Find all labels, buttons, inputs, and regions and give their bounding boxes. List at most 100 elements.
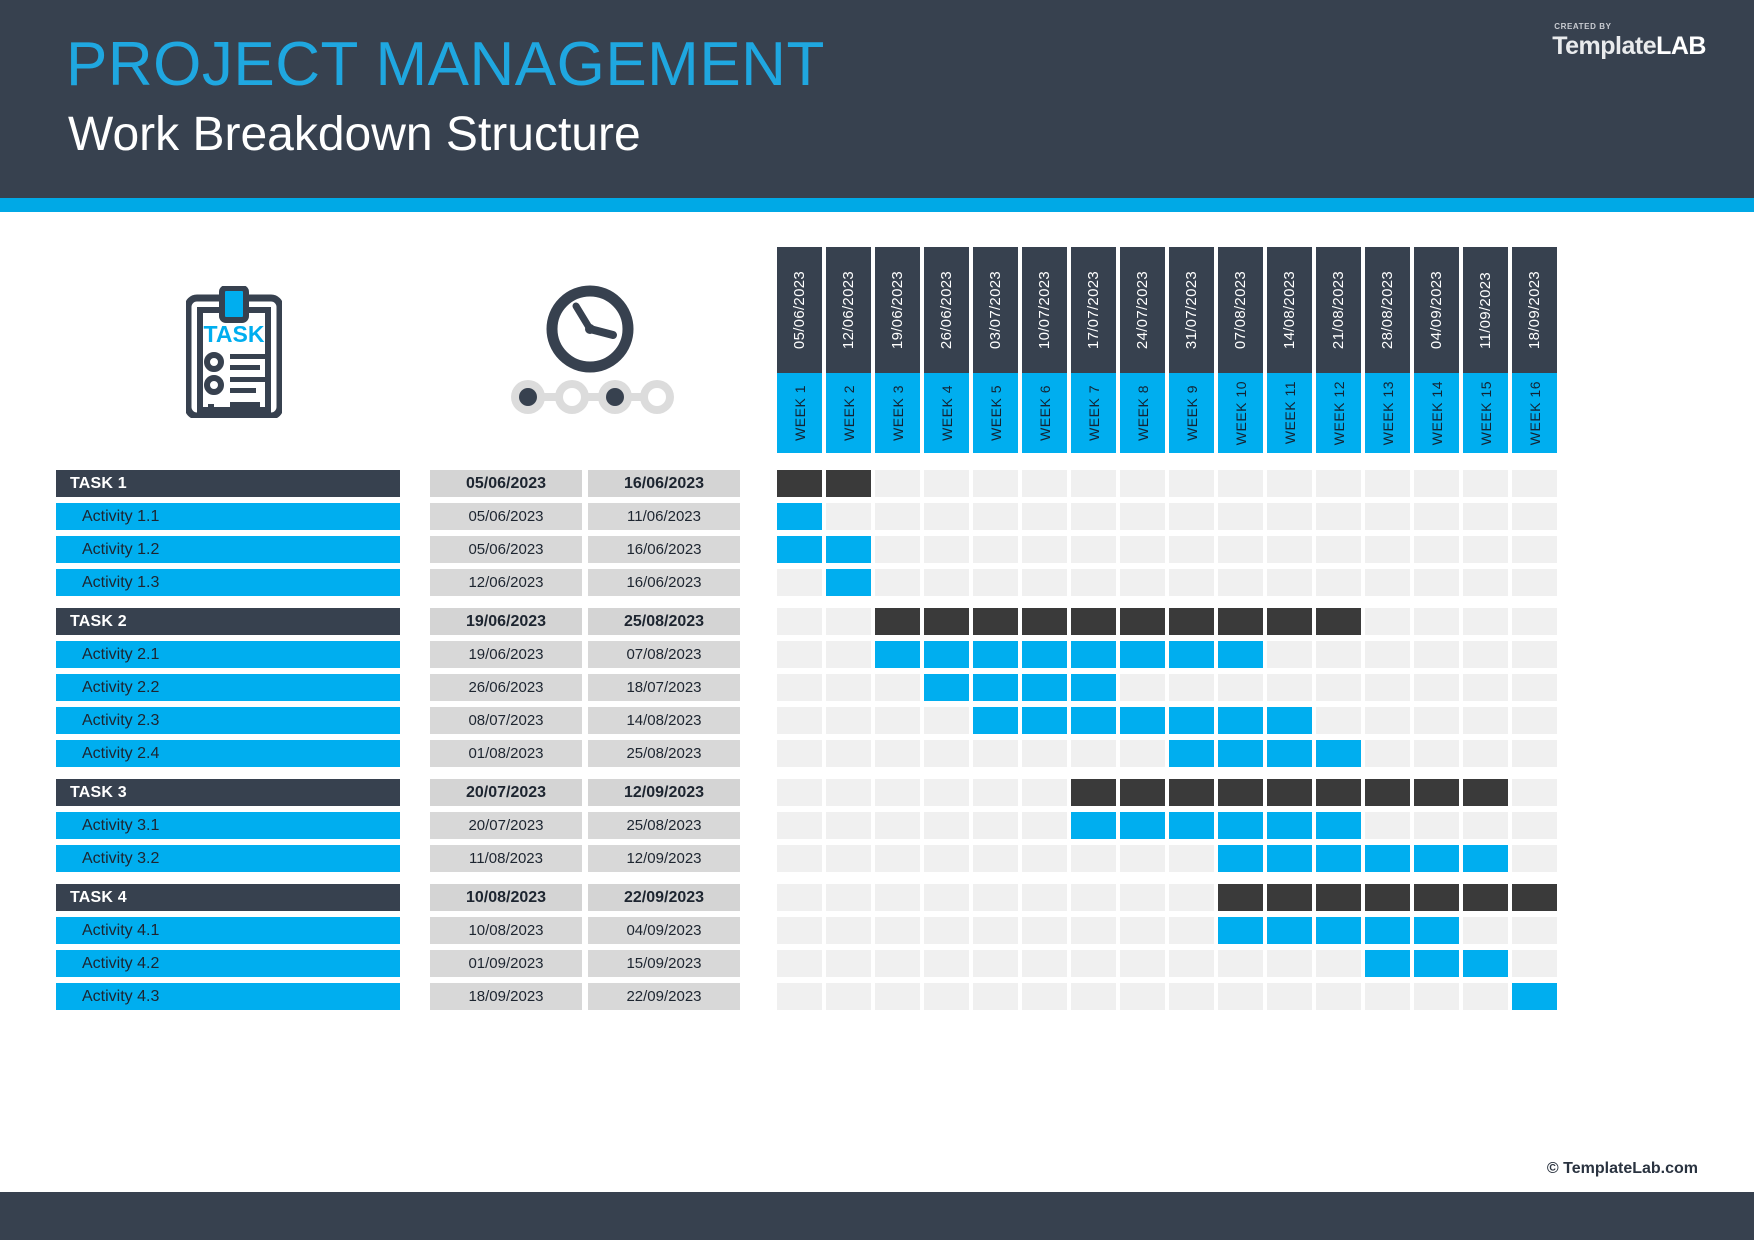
start-date-cell[interactable]: 20/07/2023 [430,812,582,839]
gantt-empty-cell[interactable] [924,470,969,497]
gantt-empty-cell[interactable] [1071,983,1116,1010]
gantt-task-bar-cell[interactable] [1463,884,1508,911]
gantt-empty-cell[interactable] [973,917,1018,944]
gantt-activity-bar-cell[interactable] [1169,740,1214,767]
gantt-empty-cell[interactable] [1463,470,1508,497]
end-date-cell[interactable]: 25/08/2023 [588,812,740,839]
gantt-activity-bar-cell[interactable] [1267,917,1312,944]
gantt-empty-cell[interactable] [1316,536,1361,563]
gantt-activity-bar-cell[interactable] [1120,641,1165,668]
gantt-task-bar-cell[interactable] [1169,608,1214,635]
end-date-cell[interactable]: 18/07/2023 [588,674,740,701]
gantt-activity-bar-cell[interactable] [1218,845,1263,872]
gantt-empty-cell[interactable] [1365,983,1410,1010]
gantt-empty-cell[interactable] [1414,569,1459,596]
gantt-empty-cell[interactable] [875,779,920,806]
gantt-empty-cell[interactable] [1267,470,1312,497]
gantt-empty-cell[interactable] [924,779,969,806]
gantt-empty-cell[interactable] [875,569,920,596]
gantt-empty-cell[interactable] [1316,503,1361,530]
gantt-empty-cell[interactable] [1512,503,1557,530]
gantt-task-bar-cell[interactable] [1120,608,1165,635]
start-date-cell[interactable]: 10/08/2023 [430,917,582,944]
gantt-task-bar-cell[interactable] [777,470,822,497]
gantt-empty-cell[interactable] [1218,569,1263,596]
gantt-empty-cell[interactable] [1169,470,1214,497]
gantt-empty-cell[interactable] [875,470,920,497]
activity-name-cell[interactable]: Activity 2.3 [56,707,400,734]
gantt-empty-cell[interactable] [826,884,871,911]
gantt-empty-cell[interactable] [826,740,871,767]
gantt-activity-bar-cell[interactable] [1169,812,1214,839]
gantt-activity-bar-cell[interactable] [826,536,871,563]
gantt-activity-bar-cell[interactable] [1218,707,1263,734]
gantt-empty-cell[interactable] [875,740,920,767]
gantt-empty-cell[interactable] [1169,950,1214,977]
gantt-empty-cell[interactable] [973,779,1018,806]
gantt-empty-cell[interactable] [1071,917,1116,944]
gantt-empty-cell[interactable] [1218,950,1263,977]
gantt-task-bar-cell[interactable] [1218,608,1263,635]
gantt-empty-cell[interactable] [1463,608,1508,635]
gantt-task-bar-cell[interactable] [1120,779,1165,806]
gantt-task-bar-cell[interactable] [1169,779,1214,806]
gantt-empty-cell[interactable] [1120,950,1165,977]
gantt-empty-cell[interactable] [924,950,969,977]
gantt-empty-cell[interactable] [1120,740,1165,767]
gantt-empty-cell[interactable] [1071,740,1116,767]
start-date-cell[interactable]: 01/08/2023 [430,740,582,767]
task-name-cell[interactable]: TASK 2 [56,608,400,635]
end-date-cell[interactable]: 11/06/2023 [588,503,740,530]
gantt-activity-bar-cell[interactable] [1120,707,1165,734]
gantt-empty-cell[interactable] [1071,845,1116,872]
gantt-activity-bar-cell[interactable] [1414,845,1459,872]
gantt-empty-cell[interactable] [1120,536,1165,563]
gantt-empty-cell[interactable] [1512,569,1557,596]
start-date-cell[interactable]: 01/09/2023 [430,950,582,977]
gantt-empty-cell[interactable] [1267,536,1312,563]
gantt-activity-bar-cell[interactable] [1365,950,1410,977]
gantt-empty-cell[interactable] [1022,983,1067,1010]
gantt-empty-cell[interactable] [777,812,822,839]
gantt-empty-cell[interactable] [1414,536,1459,563]
gantt-empty-cell[interactable] [875,917,920,944]
gantt-empty-cell[interactable] [1512,674,1557,701]
gantt-empty-cell[interactable] [1218,983,1263,1010]
gantt-activity-bar-cell[interactable] [1463,845,1508,872]
gantt-empty-cell[interactable] [1512,608,1557,635]
end-date-cell[interactable]: 07/08/2023 [588,641,740,668]
gantt-activity-bar-cell[interactable] [1267,740,1312,767]
gantt-empty-cell[interactable] [1365,740,1410,767]
gantt-task-bar-cell[interactable] [1512,884,1557,911]
activity-name-cell[interactable]: Activity 3.2 [56,845,400,872]
gantt-empty-cell[interactable] [1218,503,1263,530]
activity-name-cell[interactable]: Activity 2.2 [56,674,400,701]
activity-name-cell[interactable]: Activity 3.1 [56,812,400,839]
gantt-empty-cell[interactable] [924,917,969,944]
start-date-cell[interactable]: 12/06/2023 [430,569,582,596]
gantt-activity-bar-cell[interactable] [1071,812,1116,839]
end-date-cell[interactable]: 22/09/2023 [588,983,740,1010]
gantt-empty-cell[interactable] [777,641,822,668]
gantt-activity-bar-cell[interactable] [1071,641,1116,668]
start-date-cell[interactable]: 05/06/2023 [430,503,582,530]
activity-name-cell[interactable]: Activity 4.3 [56,983,400,1010]
gantt-empty-cell[interactable] [1022,503,1067,530]
gantt-empty-cell[interactable] [777,884,822,911]
gantt-empty-cell[interactable] [973,812,1018,839]
activity-name-cell[interactable]: Activity 1.2 [56,536,400,563]
gantt-empty-cell[interactable] [1316,569,1361,596]
gantt-empty-cell[interactable] [1414,503,1459,530]
gantt-empty-cell[interactable] [1267,983,1312,1010]
gantt-empty-cell[interactable] [924,884,969,911]
gantt-empty-cell[interactable] [1414,641,1459,668]
gantt-activity-bar-cell[interactable] [1365,845,1410,872]
gantt-activity-bar-cell[interactable] [1218,740,1263,767]
gantt-empty-cell[interactable] [1512,845,1557,872]
